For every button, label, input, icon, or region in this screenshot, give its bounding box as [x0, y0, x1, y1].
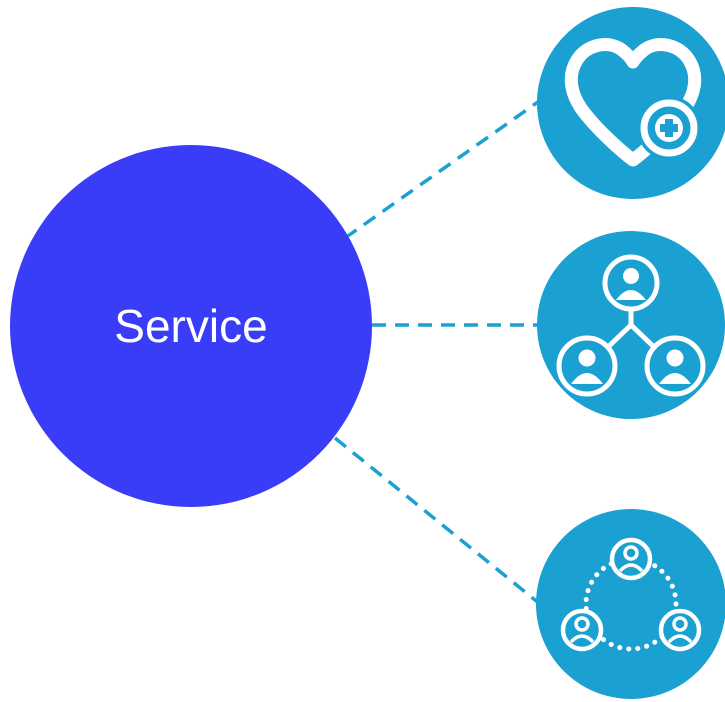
node-heart-circle [537, 7, 725, 199]
community-circle-icon [560, 537, 702, 652]
node-community-circle [536, 509, 725, 699]
node-community [536, 509, 725, 699]
connector-bottom [333, 436, 542, 606]
node-network [537, 231, 725, 419]
hub-circle [10, 145, 372, 507]
heart-plus-icon [564, 38, 702, 167]
network-people-icon [556, 254, 706, 397]
connector-top [343, 95, 547, 240]
hub-label: Service [114, 300, 267, 352]
hub-node: Service [10, 145, 372, 507]
node-heart [537, 7, 725, 199]
